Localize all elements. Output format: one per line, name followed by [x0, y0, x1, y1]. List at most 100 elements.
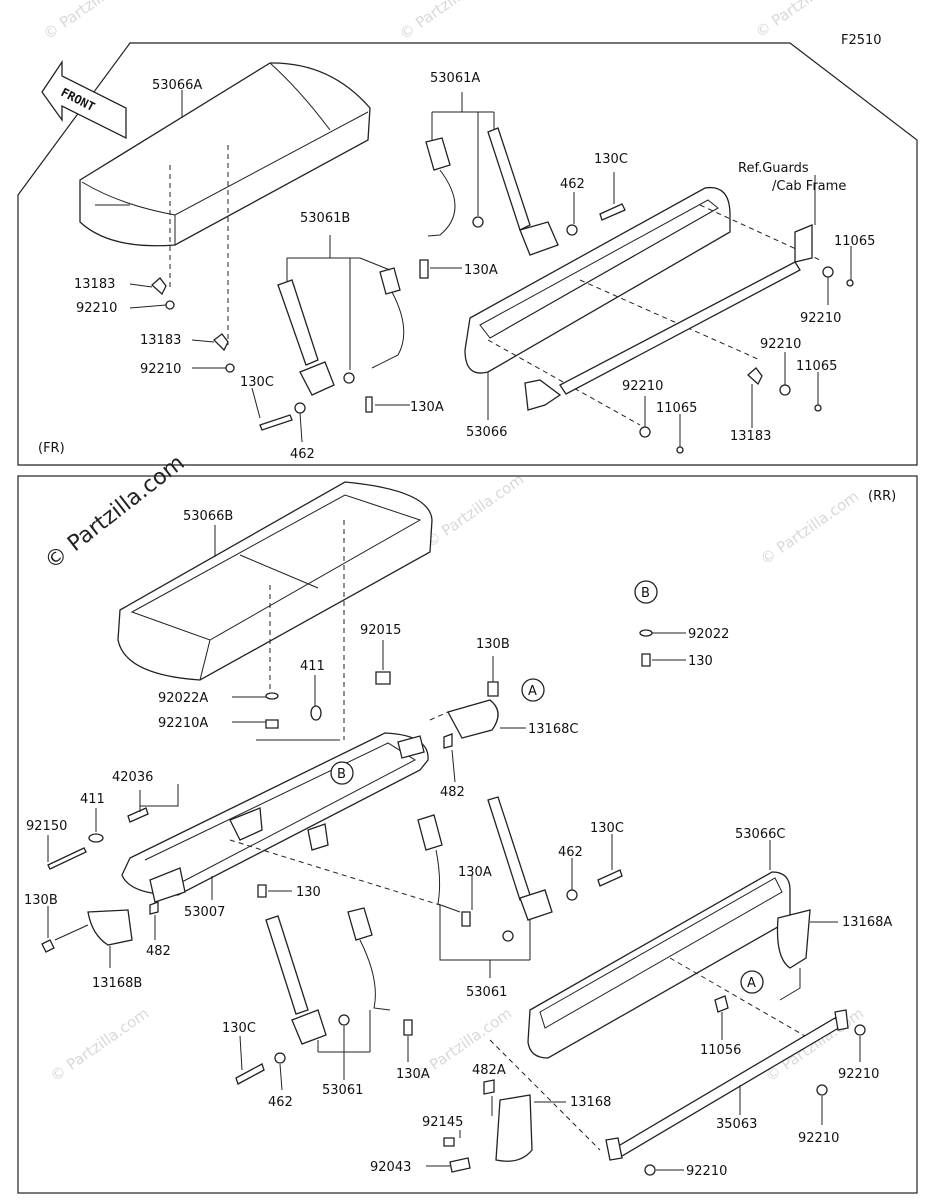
front-seat-belt-left [277, 267, 405, 396]
label-130A: 130A [458, 865, 492, 880]
label-92043: 92043 [370, 1160, 411, 1175]
grommet-11065-c [676, 446, 684, 454]
washer-92022A [265, 692, 279, 700]
clip-13183-b [213, 333, 229, 352]
label-ref-guards: Ref.Guards [738, 161, 809, 176]
nut-92210-r1 [854, 1024, 866, 1036]
label-130A: 130A [396, 1067, 430, 1082]
bolt-92145 [443, 1137, 455, 1147]
rear-seat-belt-left [265, 907, 391, 1045]
front-guard-bar [524, 224, 813, 411]
rear-seat-belt-right [417, 796, 553, 942]
label-92210: 92210 [76, 301, 117, 316]
label-53066B: 53066B [183, 509, 233, 524]
bracket-13168B [87, 909, 133, 946]
callout-b-circle [330, 761, 354, 785]
nut-92210-r3 [644, 1164, 656, 1176]
label-42036: 42036 [112, 770, 153, 785]
front-section-tag: (FR) [38, 441, 65, 456]
bolt-130A-b [365, 396, 373, 413]
label-13168A: 13168A [842, 915, 892, 930]
label-130C: 130C [594, 152, 628, 167]
callout-b-legend [634, 580, 658, 604]
label-cab-frame: /Cab Frame [772, 179, 846, 194]
pin-42036 [127, 807, 149, 823]
nut-92210-d [779, 384, 791, 396]
front-seat-belt-right [425, 127, 559, 256]
label-92210: 92210 [140, 362, 181, 377]
label-462: 462 [558, 845, 583, 860]
label-130C: 130C [590, 821, 624, 836]
rear-seat-back [527, 871, 791, 1059]
label-11065: 11065 [796, 359, 837, 374]
nut-92210-e [639, 426, 651, 438]
nut-92210A [265, 719, 279, 729]
label-53061: 53061 [466, 985, 507, 1000]
front-seat-back [464, 186, 731, 374]
bolt-130C-r [597, 869, 623, 887]
pin-92043 [449, 1157, 471, 1173]
label-53061A: 53061A [430, 71, 480, 86]
nut-92015 [375, 671, 391, 685]
label-53061B: 53061B [300, 211, 350, 226]
label-92015: 92015 [360, 623, 401, 638]
figure-code: F2510 [841, 33, 882, 48]
label-92210: 92210 [838, 1067, 879, 1082]
callout-b-label: B [337, 767, 346, 782]
bolt-130C-a [259, 414, 293, 431]
label-53066A: 53066A [152, 78, 202, 93]
nut-92210-r2 [816, 1084, 828, 1096]
label-13168B: 13168B [92, 976, 142, 991]
label-92210: 92210 [798, 1131, 839, 1146]
bolt-130C-b [599, 203, 626, 221]
label-11065: 11065 [834, 234, 875, 249]
label-92210: 92210 [760, 337, 801, 352]
label-130C: 130C [222, 1021, 256, 1036]
clip-482-b [149, 901, 159, 915]
label-92210: 92210 [622, 379, 663, 394]
label-53061: 53061 [322, 1083, 363, 1098]
bolt-130-frame [257, 884, 267, 898]
label-92150: 92150 [26, 819, 67, 834]
label-411: 411 [300, 659, 325, 674]
washer-462-r2 [274, 1052, 286, 1064]
grommet-11065-a [846, 279, 854, 287]
callout-a-circle-rear [740, 970, 764, 994]
callout-a-label: A [528, 684, 537, 699]
label-130B: 130B [24, 893, 58, 908]
front-seat-cushion [79, 62, 371, 247]
front-section-border [17, 42, 918, 466]
label-13183: 13183 [730, 429, 771, 444]
clip-13183-a [151, 277, 167, 296]
label-462: 462 [290, 447, 315, 462]
label-53066: 53066 [466, 425, 507, 440]
label-11065: 11065 [656, 401, 697, 416]
grommet-11065-b [814, 404, 822, 412]
callout-a-circle-top [521, 678, 545, 702]
label-130: 130 [296, 885, 321, 900]
rear-guard-bar [605, 1009, 849, 1161]
label-92022A: 92022A [158, 691, 208, 706]
label-482: 482 [440, 785, 465, 800]
label-35063: 35063 [716, 1117, 757, 1132]
label-462: 462 [268, 1095, 293, 1110]
bolt-130B-a [487, 681, 499, 697]
clip-482-a [443, 733, 453, 749]
callout-a-label: A [747, 976, 756, 991]
watermark-text: © Partzilla.com [757, 487, 862, 568]
label-92210: 92210 [686, 1164, 727, 1179]
label-53066C: 53066C [735, 827, 785, 842]
watermark-text: © Partzilla.com [40, 0, 145, 43]
bolt-92150 [47, 847, 87, 870]
label-92210: 92210 [800, 311, 841, 326]
label-13183: 13183 [74, 277, 115, 292]
label-11056: 11056 [700, 1043, 741, 1058]
clip-13183-c [747, 367, 763, 386]
bracket-13168C [447, 699, 499, 739]
front-arrow-sign: FRONT [41, 59, 127, 140]
washer-411-a [310, 705, 322, 721]
watermark-text: © Partzilla.com [422, 470, 527, 551]
nut-92210-c [822, 266, 834, 278]
label-411: 411 [80, 792, 105, 807]
